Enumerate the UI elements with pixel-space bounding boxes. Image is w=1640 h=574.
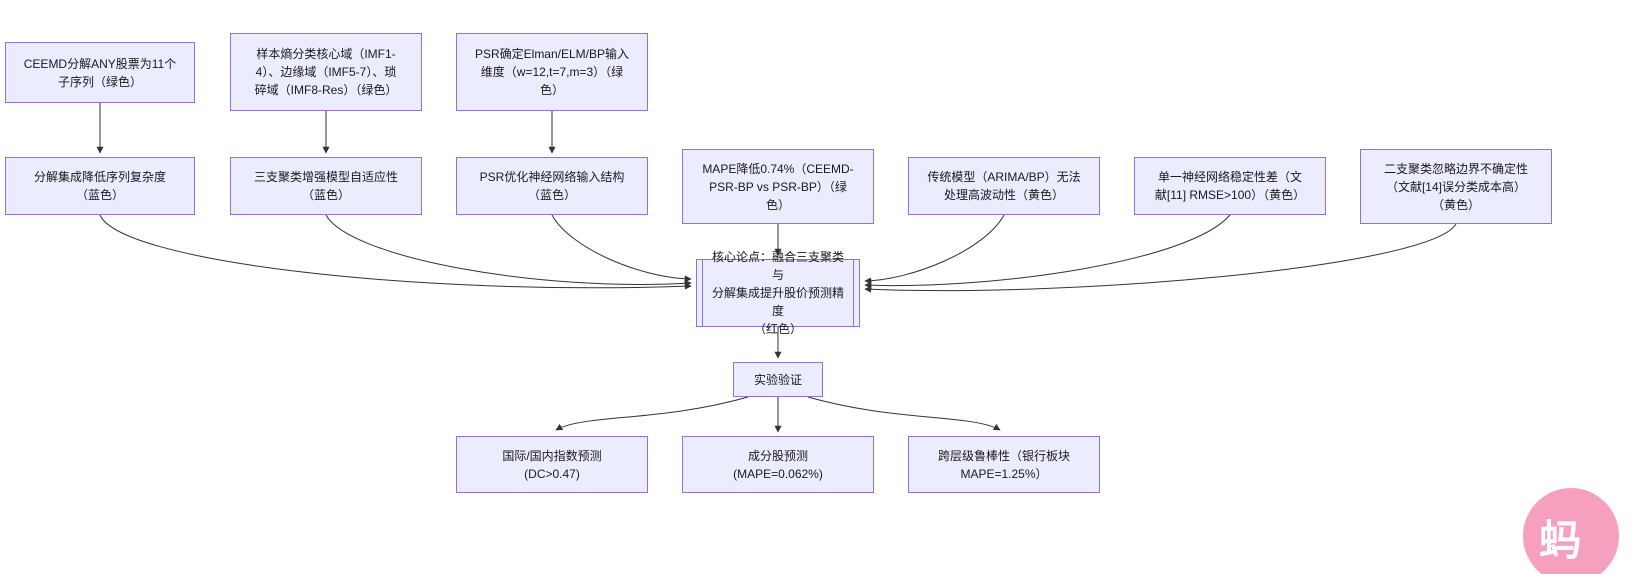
- node-three-way-adaptivity: 三支聚类增强模型自适应性 （蓝色）: [230, 157, 422, 215]
- node-sample-entropy-domains: 样本熵分类核心域（IMF1- 4）、边缘域（IMF5-7）、琐 碎域（IMF8-…: [230, 33, 422, 111]
- node-mape-improvement: MAPE降低0.74%（CEEMD- PSR-BP vs PSR-BP）（绿 色…: [682, 149, 874, 224]
- edge-experiment-to-robust: [807, 396, 1001, 431]
- node-psr-input-dims: PSR确定Elman/ELM/BP输入 维度（w=12,t=7,m=3）（绿 色…: [456, 33, 648, 111]
- node-two-way-boundary-issue: 二支聚类忽略边界不确定性 （文献[14]误分类成本高） （黄色）: [1360, 149, 1552, 224]
- node-constituent-prediction: 成分股预测 (MAPE=0.062%): [682, 436, 874, 493]
- edge-twoway-to-core: [864, 223, 1457, 293]
- node-ceemd-decompose: CEEMD分解ANY股票为11个 子序列（绿色）: [5, 42, 195, 103]
- edge-threeway-to-core: [325, 214, 692, 287]
- node-index-prediction: 国际/国内指数预测 (DC>0.47): [456, 436, 648, 493]
- node-traditional-model-limit: 传统模型（ARIMA/BP）无法 处理高波动性（黄色）: [908, 157, 1100, 215]
- node-cross-level-robustness: 跨层级鲁棒性（银行板块 MAPE=1.25%）: [908, 436, 1100, 493]
- node-decomp-reduce-complexity: 分解集成降低序列复杂度 （蓝色）: [5, 157, 195, 215]
- edge-singlenn-to-core: [864, 214, 1231, 289]
- node-psr-optimize-input: PSR优化神经网络输入结构 （蓝色）: [456, 157, 648, 215]
- watermark-logo[interactable]: 蚂: [1523, 488, 1619, 574]
- node-experiment-validation: 实验验证: [733, 362, 823, 397]
- edge-experiment-to-index: [555, 396, 749, 431]
- edge-traditional-to-core: [864, 214, 1005, 285]
- node-single-nn-instability: 单一神经网络稳定性差（文 献[11] RMSE>100）（黄色）: [1134, 157, 1326, 215]
- node-core-thesis: 核心论点：融合三支聚类与 分解集成提升股价预测精度 （红色）: [696, 250, 860, 336]
- edge-decomp-to-core: [99, 214, 692, 290]
- edge-psropt-to-core: [551, 214, 692, 283]
- watermark-glyph: 蚂: [1539, 516, 1582, 564]
